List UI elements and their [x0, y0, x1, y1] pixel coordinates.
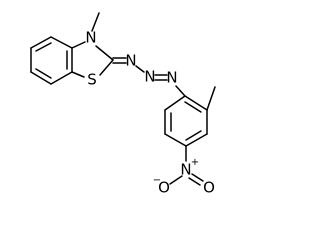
- bond: [99, 59, 114, 76]
- benzo-ring: [30, 36, 73, 85]
- atom-label-azo-n1: N: [125, 52, 136, 70]
- bond: [164, 133, 187, 147]
- double-bond-inner: [35, 68, 52, 79]
- bond: [71, 41, 86, 49]
- charge-nitro-n: +: [191, 157, 199, 168]
- bond: [169, 175, 183, 185]
- bond: [30, 36, 52, 49]
- charge-nitro-o1: −: [153, 175, 161, 186]
- atom-label-nitro-o2: O: [203, 179, 215, 197]
- bond: [185, 133, 208, 147]
- bond: [30, 71, 52, 85]
- atom-label-azo-n3: N: [166, 69, 177, 87]
- atom-label-nitro-o1: O: [158, 179, 170, 197]
- thiazole-ring: [71, 41, 114, 78]
- double-bond: [188, 177, 201, 186]
- double-bond-inner: [35, 42, 52, 52]
- aryl-methyl-bond: [206, 86, 216, 111]
- chemical-structure: N S N N N N + O − O: [30, 12, 216, 197]
- atom-label-n-ring: N: [85, 29, 96, 47]
- bond: [135, 65, 145, 73]
- bond: [175, 85, 186, 97]
- bond: [50, 71, 73, 85]
- atom-label-s-ring: S: [87, 71, 97, 89]
- double-bond-inner: [184, 101, 202, 113]
- nitrophenyl-ring: [164, 95, 208, 147]
- bond: [95, 45, 114, 61]
- bond: [184, 95, 208, 111]
- double-bond-inner: [185, 130, 202, 141]
- atom-label-azo-n2: N: [144, 68, 155, 86]
- bond: [164, 95, 186, 111]
- atom-label-nitro-n: N: [180, 161, 191, 179]
- n-methyl-bond: [91, 12, 100, 32]
- bond: [50, 36, 73, 49]
- double-bond: [191, 173, 204, 182]
- bond: [71, 71, 85, 78]
